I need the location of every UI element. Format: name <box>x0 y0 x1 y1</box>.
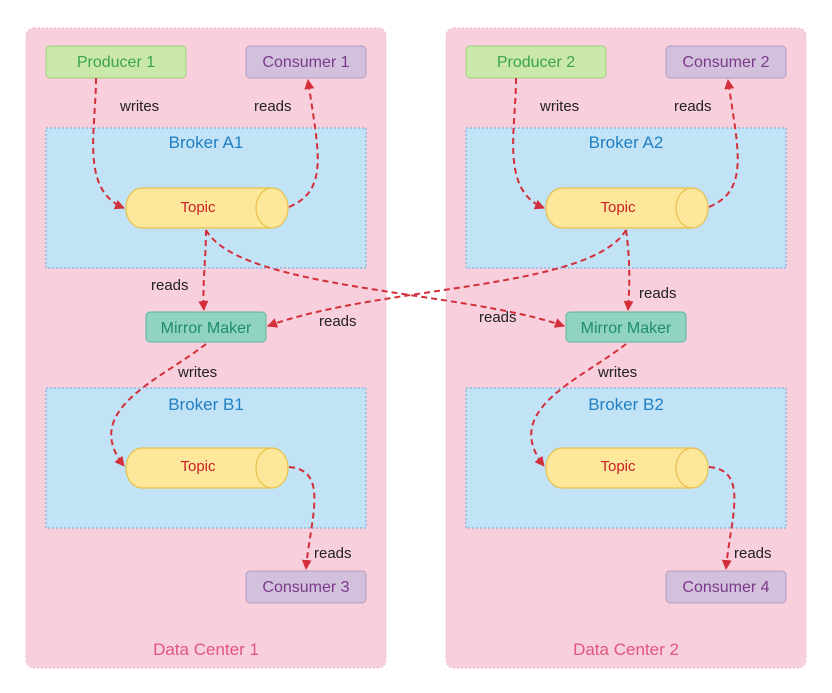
arrow-topic-a2-to-mirror-maker2 <box>623 229 634 311</box>
label-reads-consumer3: reads <box>314 545 352 562</box>
consumer-2-label: Consumer 2 <box>682 54 769 71</box>
topic-b1: Topic <box>125 447 289 489</box>
label-writes-mm2: writes <box>597 364 637 381</box>
consumer-3: Consumer 3 <box>245 570 367 604</box>
mirror-maker-2: Mirror Maker <box>565 311 687 343</box>
arrows <box>92 77 739 570</box>
label-reads-consumer2: reads <box>674 98 712 115</box>
consumer-4-label: Consumer 4 <box>682 579 769 596</box>
broker-a1-label: Broker A1 <box>169 133 244 152</box>
data-center-1-label: Data Center 1 <box>153 640 259 659</box>
producer-2-label: Producer 2 <box>497 54 575 71</box>
label-writes-producer2: writes <box>539 98 579 115</box>
mirror-maker-1-label: Mirror Maker <box>161 320 252 337</box>
topic-b2-label: Topic <box>600 458 636 475</box>
consumer-2: Consumer 2 <box>665 45 787 79</box>
label-reads-consumer4: reads <box>734 545 772 562</box>
mirror-maker-2-label: Mirror Maker <box>581 320 672 337</box>
arrow-topic-b1-to-consumer3 <box>288 466 316 570</box>
arrow-topic-a1-to-mirror-maker1 <box>198 229 209 311</box>
topic-a2: Topic <box>545 187 709 229</box>
arrow-topic-a2-to-consumer2 <box>708 79 739 208</box>
topic-b1-label: Topic <box>180 458 216 475</box>
label-reads-consumer1: reads <box>254 98 292 115</box>
consumer-1: Consumer 1 <box>245 45 367 79</box>
consumer-3-label: Consumer 3 <box>262 579 349 596</box>
arrow-topic-a1-to-mirror-maker2 <box>205 229 565 328</box>
label-writes-producer1: writes <box>119 98 159 115</box>
arrow-topic-a1-to-consumer1 <box>288 79 319 208</box>
edge-labels: writes reads reads reads writes reads wr… <box>119 98 772 562</box>
topic-a2-label: Topic <box>600 199 636 216</box>
producer-1-label: Producer 1 <box>77 54 155 71</box>
label-reads-cross-to-mm1: reads <box>319 313 357 330</box>
arrow-mirror-maker2-to-topic-b2 <box>530 343 627 467</box>
broker-b1-label: Broker B1 <box>168 395 244 414</box>
producer-1: Producer 1 <box>45 45 187 79</box>
arrow-mirror-maker1-to-topic-b1 <box>110 343 207 467</box>
arrow-topic-a2-to-mirror-maker1 <box>267 229 627 328</box>
label-reads-mirror2: reads <box>639 285 677 302</box>
mirror-maker-1: Mirror Maker <box>145 311 267 343</box>
producer-2: Producer 2 <box>465 45 607 79</box>
topic-a1: Topic <box>125 187 289 229</box>
topic-a1-label: Topic <box>180 199 216 216</box>
arrow-topic-b2-to-consumer4 <box>708 466 736 570</box>
broker-a2-label: Broker A2 <box>589 133 664 152</box>
consumer-1-label: Consumer 1 <box>262 54 349 71</box>
consumer-4: Consumer 4 <box>665 570 787 604</box>
label-reads-cross-to-mm2: reads <box>479 309 517 326</box>
data-center-2-label: Data Center 2 <box>573 640 679 659</box>
topic-b2: Topic <box>545 447 709 489</box>
broker-b2-label: Broker B2 <box>588 395 664 414</box>
label-writes-mm1: writes <box>177 364 217 381</box>
label-reads-mirror1: reads <box>151 277 189 294</box>
